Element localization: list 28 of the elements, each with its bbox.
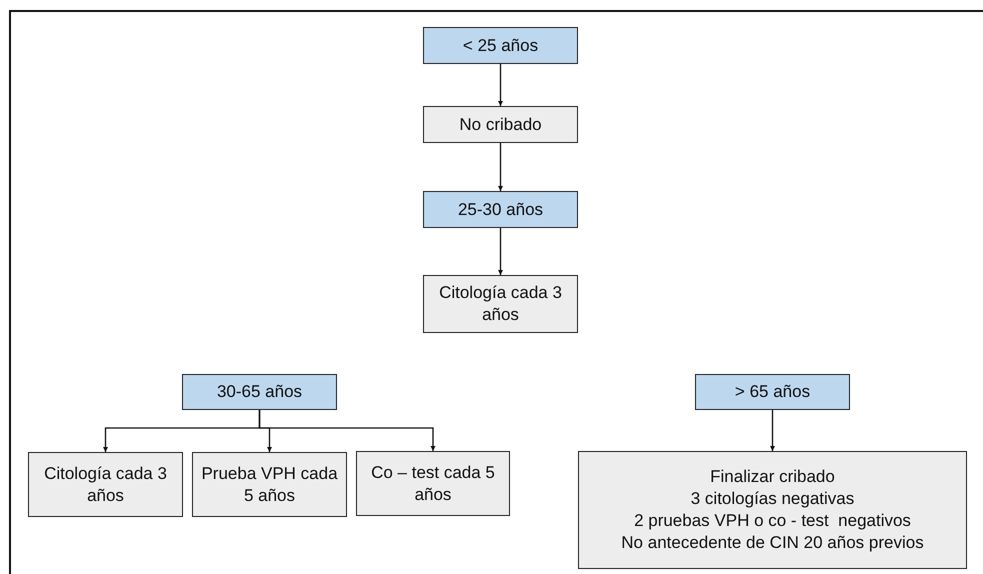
box-text: No antecedente de CIN 20 años previos [621, 532, 924, 554]
box-text: 3 citologías negativas [690, 488, 854, 510]
screening-box [192, 452, 347, 517]
box-text: No cribado [459, 114, 542, 136]
box-text: > 65 años [734, 381, 810, 403]
box-text: Prueba VPH cada 5 años [200, 462, 339, 506]
arrow [770, 410, 775, 451]
box-text: Co – test cada 5 años [370, 462, 496, 506]
box-text: Citología cada 3 años [43, 462, 168, 506]
screening-box [578, 451, 967, 569]
arrow [498, 64, 503, 106]
box-text: < 25 años [462, 34, 538, 56]
age-group-box [423, 27, 578, 64]
arrow [498, 143, 503, 191]
screening-box [423, 106, 578, 143]
age-group-box [423, 191, 578, 228]
arrow [498, 228, 503, 275]
age-group-box [695, 374, 850, 410]
box-text: Citología cada 3 años [438, 282, 563, 326]
arrow [258, 410, 436, 451]
box-text: 25-30 años [458, 198, 544, 220]
screening-box [423, 275, 578, 333]
screening-box [356, 451, 510, 516]
box-text: 30-65 años [216, 381, 302, 403]
box-text: 2 pruebas VPH o co - test negativos [634, 510, 911, 532]
age-group-box [182, 374, 337, 410]
box-text: Finalizar cribado [710, 466, 835, 488]
screening-box [28, 452, 183, 517]
